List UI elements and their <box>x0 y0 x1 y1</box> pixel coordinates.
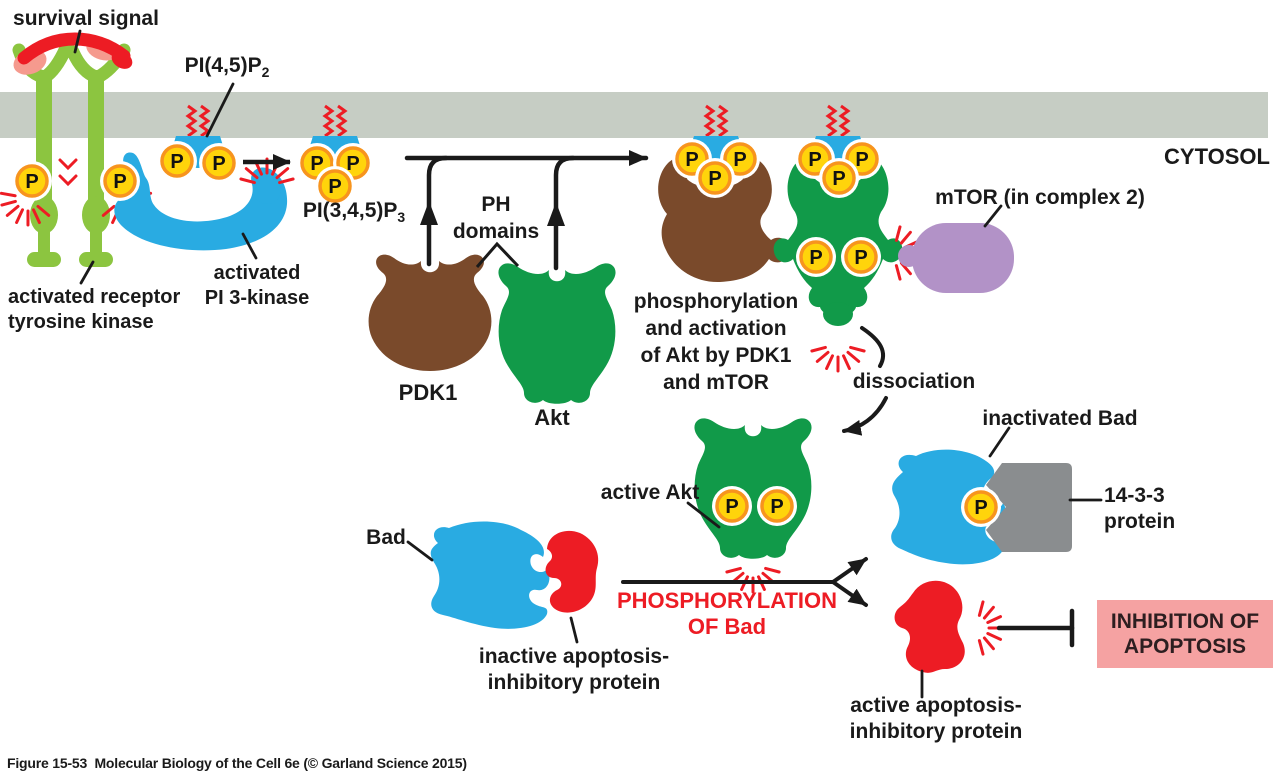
protein-14-3-3-label: 14-3-3 protein <box>1104 484 1176 533</box>
inhibition-of-apoptosis-box: INHIBITION OF APOPTOSIS <box>1097 600 1273 668</box>
svg-text:P: P <box>770 496 783 518</box>
svg-text:P: P <box>170 151 183 173</box>
akt-label: Akt <box>534 405 570 430</box>
survival-signal-label: survival signal <box>13 7 159 30</box>
active-inhibitor-protein <box>894 580 1005 673</box>
phospho-activation-label: phosphorylation and activation of Akt by… <box>633 290 799 394</box>
akt-protein <box>498 263 616 404</box>
recruitment-arrowheads <box>420 201 565 226</box>
docked-pdk1-complex <box>658 157 832 283</box>
ph-domains-pointer <box>475 241 520 268</box>
mtor-label: mTOR (in complex 2) <box>935 186 1145 209</box>
bad-protein <box>430 521 550 629</box>
svg-text:P: P <box>708 168 721 190</box>
pdk1-protein <box>368 254 492 371</box>
phospho-bad-arrow <box>621 557 868 607</box>
bad-label: Bad <box>366 526 406 549</box>
svg-text:P: P <box>855 149 868 171</box>
inactivated-bad-protein <box>891 449 1006 565</box>
pip2-label: PI(4,5)P2 <box>184 54 270 80</box>
pip3-label: PI(3,4,5)P3 <box>302 199 406 225</box>
svg-text:P: P <box>310 153 323 175</box>
svg-text:P: P <box>974 497 987 519</box>
recruitment-arrows <box>404 150 649 271</box>
phosphorylation-of-bad-label: PHOSPHORYLATION OF Bad <box>616 588 838 639</box>
svg-text:P: P <box>685 149 698 171</box>
inactive-inhibitor-label: inactive apoptosis- inhibitory protein <box>478 645 670 694</box>
svg-text:P: P <box>328 176 341 198</box>
ph-domains-label: PH domains <box>452 193 540 243</box>
activated-pi3k-label: activated PI 3-kinase <box>204 262 310 309</box>
pdk1-label: PDK1 <box>398 380 458 405</box>
label-pointer <box>73 29 1103 699</box>
svg-text:P: P <box>733 149 746 171</box>
inactivated-bad-label: inactivated Bad <box>982 407 1138 430</box>
phosphate-label: P P P P P P P P P P P P P P P P P P <box>25 149 987 519</box>
dissociation-arrow <box>842 326 888 436</box>
activated-receptor-label: activated receptor tyrosine kinase <box>8 286 181 333</box>
dissociation-label: dissociation <box>852 370 976 393</box>
receptor-tyrosine-kinase <box>12 41 131 267</box>
svg-text:P: P <box>809 247 822 269</box>
inactive-inhibitor-protein <box>545 530 599 613</box>
svg-text:P: P <box>25 171 38 193</box>
svg-text:P: P <box>854 247 867 269</box>
activation-burst-icon <box>0 158 161 236</box>
pi3-kinase <box>114 152 295 251</box>
docked-akt-complex <box>773 156 922 373</box>
svg-text:P: P <box>808 149 821 171</box>
active-inhibitor-label: active apoptosis- inhibitory protein <box>849 694 1023 743</box>
svg-text:P: P <box>113 171 126 193</box>
survival-signal-ligand <box>13 32 133 75</box>
cytosol-label: CYTOSOL <box>1164 144 1270 169</box>
figure-caption: Figure 15-53 Molecular Biology of the Ce… <box>7 755 467 771</box>
svg-text:P: P <box>832 168 845 190</box>
svg-text:P: P <box>725 496 738 518</box>
protein-14-3-3 <box>986 463 1072 552</box>
svg-text:P: P <box>212 153 225 175</box>
svg-text:P: P <box>346 153 359 175</box>
inhibition-bar <box>996 608 1075 648</box>
mtor-complex2 <box>898 223 1014 293</box>
active-akt-label: active Akt <box>600 481 700 504</box>
